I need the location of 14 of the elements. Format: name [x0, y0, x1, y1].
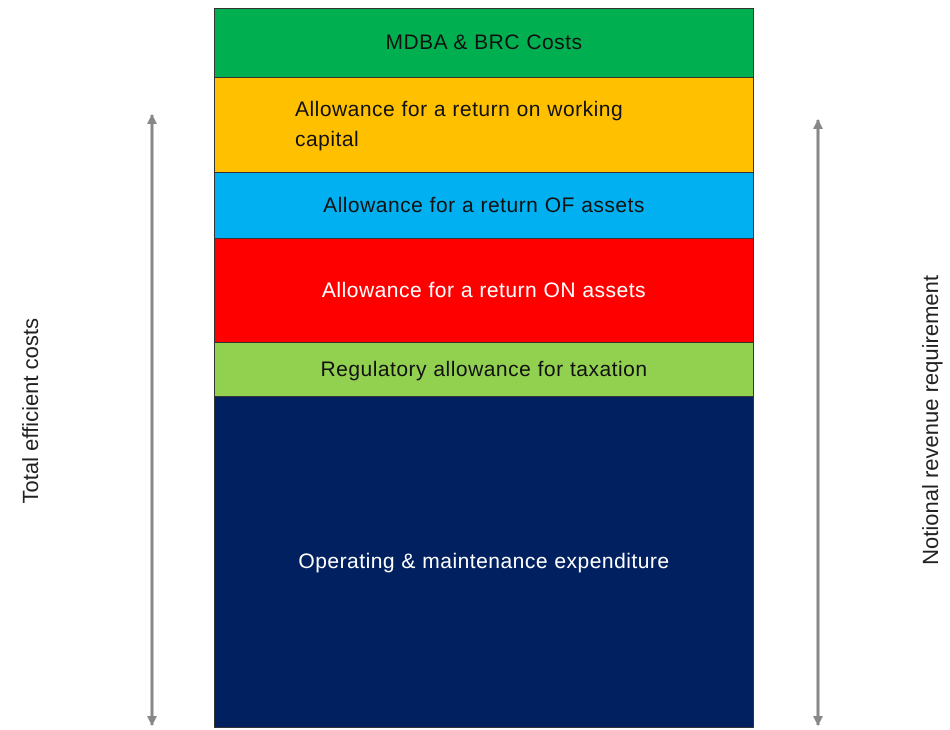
band-label: Allowance for a return on working capital: [295, 97, 624, 153]
cost-band: [214, 77, 754, 173]
band-label: Regulatory allowance for taxation: [320, 356, 648, 382]
axis-caption: Notional revenue requirement: [918, 275, 944, 565]
band-label: Allowance for a return OF assets: [323, 192, 645, 218]
band-label: MDBA & BRC Costs: [385, 30, 583, 56]
band-label: Allowance for a return ON assets: [322, 278, 646, 304]
axis-caption: Total efficient costs: [18, 318, 44, 503]
cost-band: [214, 342, 754, 397]
cost-band: [214, 172, 754, 239]
cost-band: [214, 396, 754, 728]
cost-band: [214, 238, 754, 343]
cost-band: [214, 8, 754, 78]
band-label: Operating & maintenance expenditure: [298, 549, 670, 575]
